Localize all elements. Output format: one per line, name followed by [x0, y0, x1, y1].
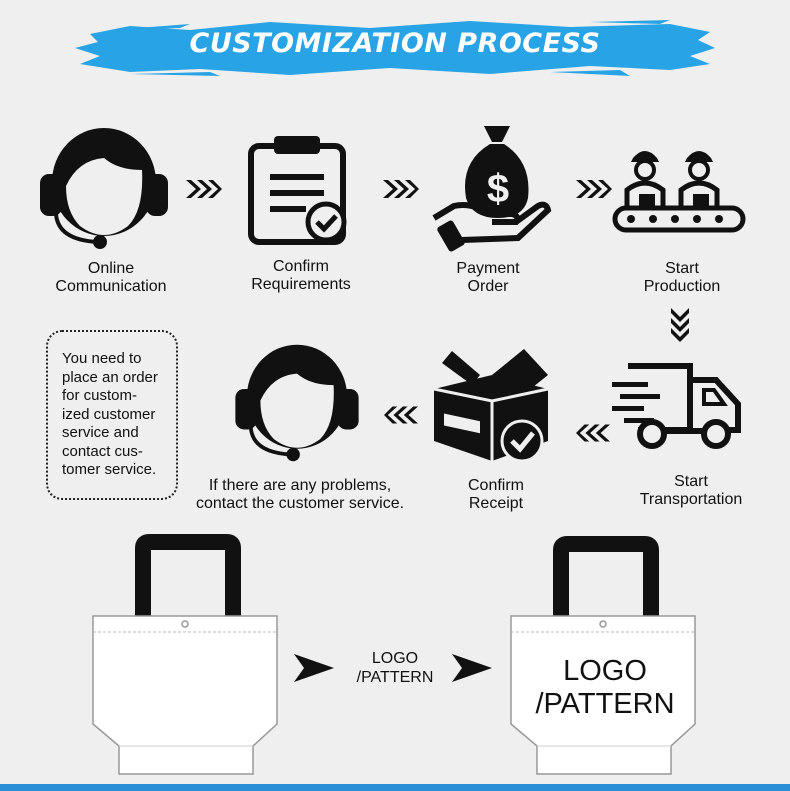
delivery-truck-icon	[612, 360, 744, 454]
caption-line: /PATTERN	[340, 668, 450, 687]
page-title: CUSTOMIZATION PROCESS	[0, 28, 790, 59]
chevrons-down-icon	[671, 308, 689, 342]
headset-agent-icon	[232, 337, 362, 467]
support-text-line: If there are any problems,	[170, 477, 430, 495]
chevrons-left-icon	[576, 424, 610, 442]
step-label-line: Receipt	[411, 495, 581, 513]
step-label-payment-order: Payment Order	[403, 260, 573, 296]
chevrons-right-icon	[383, 180, 419, 198]
support-text: If there are any problems, contact the c…	[170, 477, 430, 513]
note-line: contact cus-	[62, 443, 166, 462]
money-bag-hand-icon: $	[432, 122, 550, 252]
step-label-line: Payment	[403, 260, 573, 278]
step-label-online-communication: Online Communication	[26, 260, 196, 296]
arrow-right-icon	[294, 654, 334, 682]
bag-logo-line: /PATTERN	[510, 688, 700, 721]
step-label-line: Transportation	[606, 491, 776, 509]
factory-workers-icon	[613, 144, 745, 236]
step-label-line: Requirements	[216, 276, 386, 294]
step-label-line: Confirm	[216, 258, 386, 276]
step-label-line: Start	[597, 260, 767, 278]
step-label-line: Order	[403, 278, 573, 296]
note-line: service and	[62, 424, 166, 443]
svg-text:$: $	[487, 167, 509, 211]
blank-tote-bag-illustration	[91, 538, 281, 776]
step-label-line: Communication	[26, 278, 196, 296]
clipboard-check-icon	[246, 134, 352, 246]
bottom-accent-bar	[0, 784, 790, 791]
step-label-line: Online	[26, 260, 196, 278]
note-line: ized customer	[62, 406, 166, 425]
step-label-start-transportation: Start Transportation	[606, 473, 776, 509]
box-check-icon	[432, 345, 554, 469]
headset-agent-icon	[38, 120, 170, 255]
step-label-line: Production	[597, 278, 767, 296]
note-line: for custom-	[62, 387, 166, 406]
note-line: You need to	[62, 350, 166, 369]
support-text-line: contact the customer service.	[170, 495, 430, 513]
arrow-right-icon	[452, 654, 492, 682]
note-line: tomer service.	[62, 461, 166, 480]
step-label-line: Confirm	[411, 477, 581, 495]
caption-line: LOGO	[340, 649, 450, 668]
logo-pattern-caption: LOGO /PATTERN	[340, 649, 450, 687]
chevrons-right-icon	[576, 180, 612, 198]
bag-logo-line: LOGO	[510, 655, 700, 688]
note-line: place an order	[62, 369, 166, 388]
step-label-confirm-receipt: Confirm Receipt	[411, 477, 581, 513]
note-box: You need to place an order for custom- i…	[46, 330, 178, 500]
step-label-start-production: Start Production	[597, 260, 767, 296]
bag-logo-text: LOGO /PATTERN	[510, 655, 700, 721]
chevrons-left-icon	[384, 406, 418, 424]
step-label-line: Start	[606, 473, 776, 491]
step-label-confirm-requirements: Confirm Requirements	[216, 258, 386, 294]
chevrons-right-icon	[186, 180, 222, 198]
